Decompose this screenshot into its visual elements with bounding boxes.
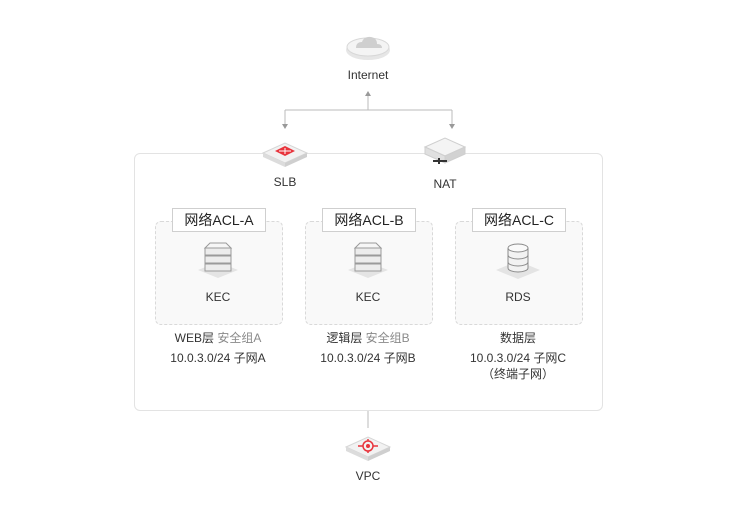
server-node-a (194, 240, 242, 282)
server-stack-icon (198, 242, 238, 278)
vpc-icon (344, 436, 392, 461)
tier-zone-c (455, 221, 583, 325)
database-node (494, 240, 542, 282)
layer-name: 逻辑层 (326, 331, 363, 345)
nat-label: NAT (433, 177, 457, 191)
tier-a-subnet: 10.0.3.0/24 子网A (170, 351, 266, 365)
tier-c-subnet: 10.0.3.0/24 子网C (469, 351, 567, 365)
vpc-label: VPC (355, 469, 381, 483)
tier-b-subnet: 10.0.3.0/24 子网B (320, 351, 416, 365)
database-label: RDS (505, 290, 531, 304)
acl-label-c: 网络ACL-C (472, 208, 566, 232)
acl-label-a: 网络ACL-A (172, 208, 266, 232)
nat-node (421, 135, 469, 169)
slb-icon (261, 142, 309, 167)
tier-a-layer: WEB层 安全组A (148, 329, 288, 346)
database-icon (496, 243, 540, 279)
internet-label: Internet (347, 68, 389, 82)
nat-icon (423, 137, 467, 164)
server-label-a: KEC (205, 290, 231, 304)
security-group: 安全组A (217, 331, 262, 345)
slb-node (261, 139, 309, 169)
security-group: 安全组B (365, 331, 410, 345)
layer-name: WEB层 (174, 331, 214, 345)
internet-node (344, 28, 392, 64)
server-stack-icon (348, 242, 388, 278)
server-node-b (344, 240, 392, 282)
tier-b-layer: 逻辑层 安全组B (298, 329, 438, 346)
server-label-b: KEC (355, 290, 381, 304)
slb-label: SLB (273, 175, 297, 189)
tier-c-layer: 数据层 (499, 331, 536, 345)
tier-c-note: （终端子网） (481, 367, 554, 381)
vpc-node (344, 431, 392, 463)
acl-label-b: 网络ACL-B (322, 208, 416, 232)
cloud-icon (346, 36, 390, 60)
